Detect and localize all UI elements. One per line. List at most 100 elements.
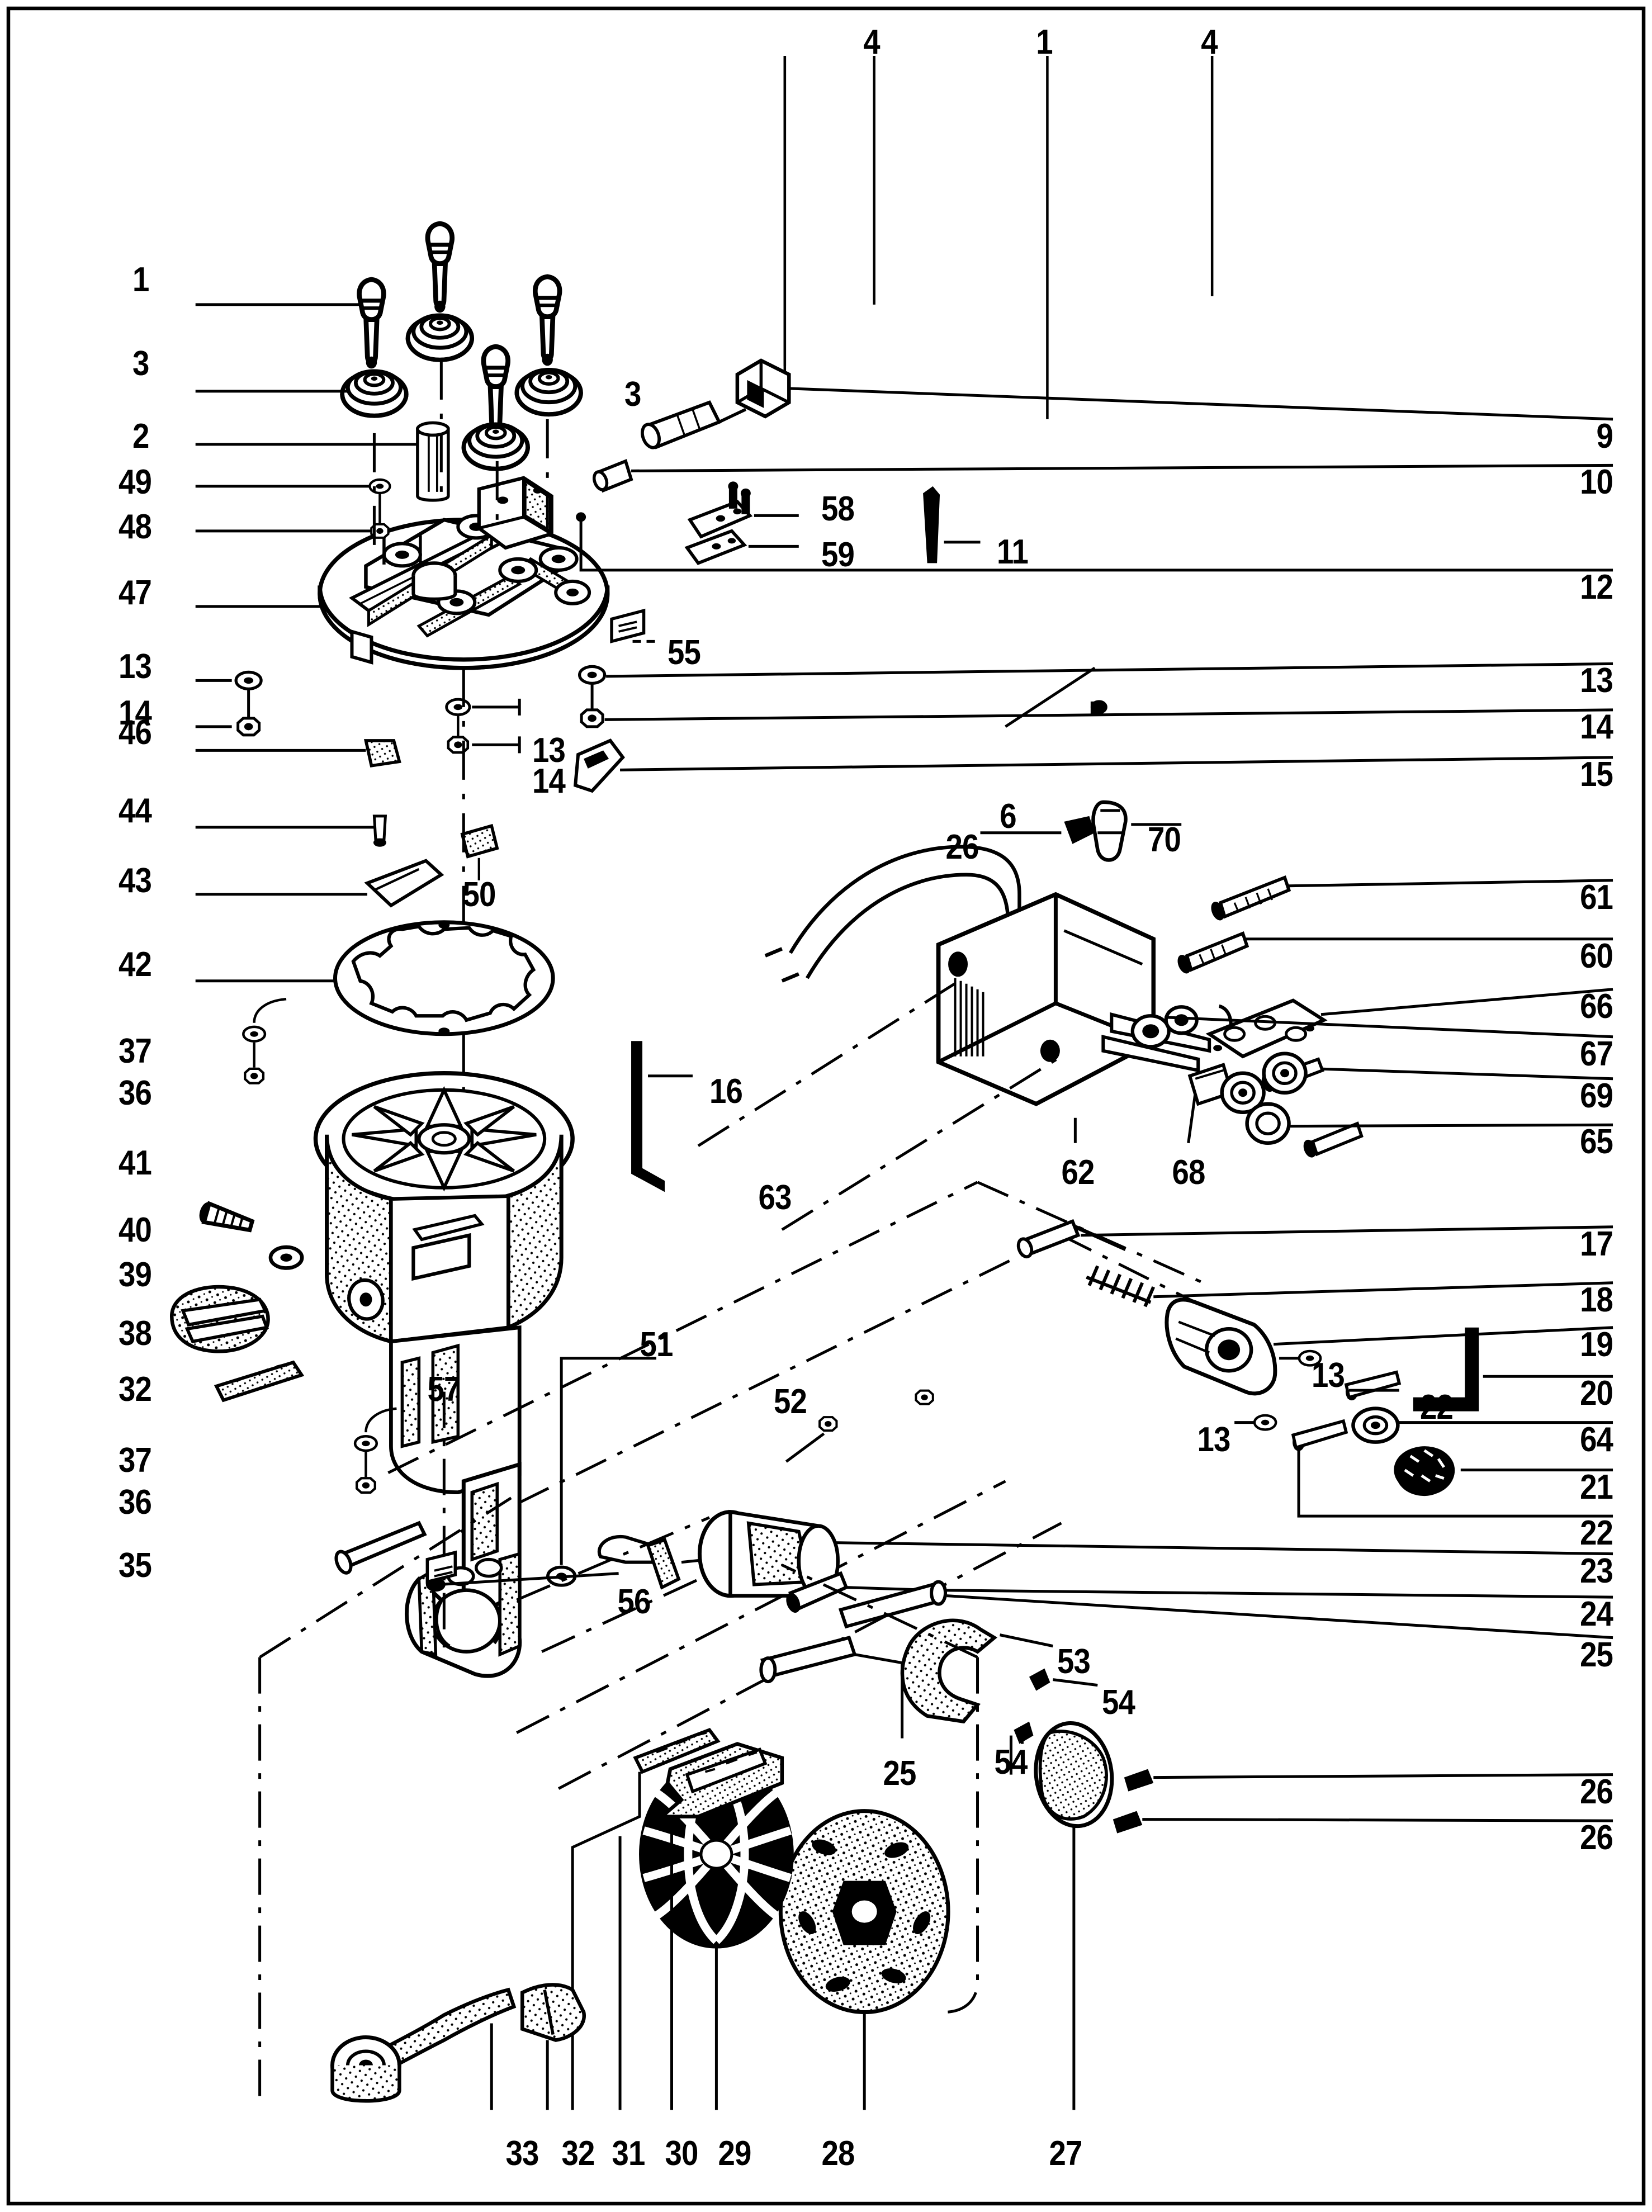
callout-11: 11: [997, 533, 1029, 572]
power-cable-part-26: [764, 845, 1021, 983]
callout-10: 10: [1580, 463, 1613, 502]
grommet-3c: [517, 370, 581, 415]
nut-part-26-top: [980, 816, 1095, 844]
washer-13-lower: [1255, 1415, 1276, 1429]
switch-box-assembly-62: [764, 666, 1233, 1106]
switch-terminal-assembly-8-9-10: [592, 55, 1613, 493]
knob-part-4a: [428, 224, 452, 312]
callout-4: 4: [863, 22, 880, 61]
callout-1: 1: [1036, 22, 1053, 61]
callout-58: 58: [821, 489, 855, 528]
label-plate-part-56: [425, 1550, 619, 1588]
callout-57: 57: [427, 1370, 461, 1409]
knurled-nut-part-21: [1394, 1446, 1613, 1496]
callout-22: 22: [1420, 1388, 1454, 1427]
callout-39: 39: [119, 1255, 152, 1294]
callout-17: 17: [1580, 1224, 1613, 1263]
callout-61: 61: [1580, 878, 1613, 917]
label-plate-part-55: [610, 608, 657, 643]
screw-part-22-lower: [1291, 1419, 1613, 1518]
nut-36-upper: [245, 1069, 263, 1083]
terminal-block-part-30: [657, 1742, 784, 2110]
callout-47: 47: [119, 573, 152, 612]
hardware-stack-right-13-14-15: [573, 662, 1613, 793]
pin-part-54-a: [1029, 1668, 1098, 1691]
knob-part-1a: [359, 280, 384, 368]
callout-27: 27: [1049, 2134, 1082, 2173]
clamp-body-part-19: [1165, 1297, 1613, 1396]
armature-plate-part-28: [778, 1809, 950, 2110]
callout-59: 59: [821, 536, 855, 575]
top-leader-lines: [873, 55, 1214, 419]
callout-46: 46: [119, 713, 152, 752]
callout-37: 37: [119, 1441, 152, 1480]
callout-22: 22: [1580, 1514, 1613, 1553]
callout-55: 55: [667, 633, 701, 672]
depth-rod-assembly-17-18-19: [387, 1181, 1613, 1533]
callout-26: 26: [945, 827, 979, 866]
left-leaders-a: [195, 303, 418, 983]
callout-37: 37: [119, 1031, 152, 1071]
nut-14-right: [581, 710, 603, 727]
spacer-part-50: [460, 823, 499, 880]
screw-part-25-b: [759, 1636, 904, 1739]
washer-37-lower: [355, 1436, 377, 1451]
callout-48: 48: [119, 508, 152, 547]
bolt-part-35: [334, 1521, 427, 1575]
callout-36: 36: [119, 1483, 152, 1522]
callout-70: 70: [1148, 821, 1181, 860]
nut-63-a: [818, 1416, 838, 1432]
hardware-48-49: [370, 480, 390, 539]
pin-part-10: [592, 459, 633, 493]
nut-36-lower: [357, 1478, 375, 1493]
washer-part-64: [1351, 1406, 1613, 1444]
washer-13-left: [236, 672, 261, 689]
bracket-part-15: [573, 738, 625, 793]
washer-13-center: [447, 699, 470, 715]
callout-13: 13: [119, 647, 152, 686]
terminal-plates-58-59: [684, 481, 799, 565]
screw-part-60: [1177, 931, 1613, 974]
gasket-ring-part-42: [333, 920, 555, 1036]
page-border: [6, 6, 1646, 2206]
screw-part-26-b: [1113, 1811, 1613, 1834]
callout-20: 20: [1580, 1374, 1613, 1413]
cylinder-assembly-23-24-25: [516, 1480, 1613, 2110]
screw-part-44: [372, 814, 387, 847]
callout-2: 2: [132, 416, 149, 456]
nut-63-b: [915, 1389, 934, 1405]
callout-64: 64: [1580, 1420, 1613, 1459]
callout-56: 56: [617, 1582, 651, 1621]
callout-51: 51: [640, 1325, 674, 1364]
washer-13-right: [580, 666, 605, 683]
callout-28: 28: [821, 2134, 855, 2173]
allen-key-part-64: [1413, 1327, 1613, 1411]
callout-38: 38: [119, 1314, 152, 1353]
hardware-cluster-60-61-66-67-69-65: [1130, 875, 1613, 1158]
screw-part-22-upper: [1344, 1370, 1402, 1401]
assembly-boundary-bottom: [258, 1496, 979, 2096]
callout-4: 4: [1201, 22, 1218, 61]
clamp-housing-part-57: [405, 1391, 522, 1678]
bushing-part-67: [1130, 1005, 1613, 1049]
leader-12: [579, 519, 1613, 572]
callout-15: 15: [1580, 755, 1613, 794]
callout-12: 12: [1580, 567, 1613, 607]
callout-1: 1: [132, 260, 149, 299]
handle-part-33: [330, 1983, 586, 2110]
brush-cap-part-68: [1187, 1051, 1308, 1145]
callout-9: 9: [1596, 416, 1613, 456]
hardware-stack-37-36-upper: [243, 998, 287, 1083]
callout-3: 3: [624, 375, 641, 414]
callout-62: 62: [1061, 1153, 1095, 1192]
callout-14: 14: [1580, 707, 1613, 746]
callout-26: 26: [1580, 1772, 1613, 1811]
callout-43: 43: [119, 861, 152, 900]
knob-part-1b: [484, 347, 508, 435]
hardware-stack-center-13-14: [447, 699, 521, 753]
screw-part-69: [1261, 1057, 1613, 1092]
hardware-stack-left-13-14: [236, 672, 261, 735]
hardware-stack-37-36-lower: [355, 1407, 397, 1493]
